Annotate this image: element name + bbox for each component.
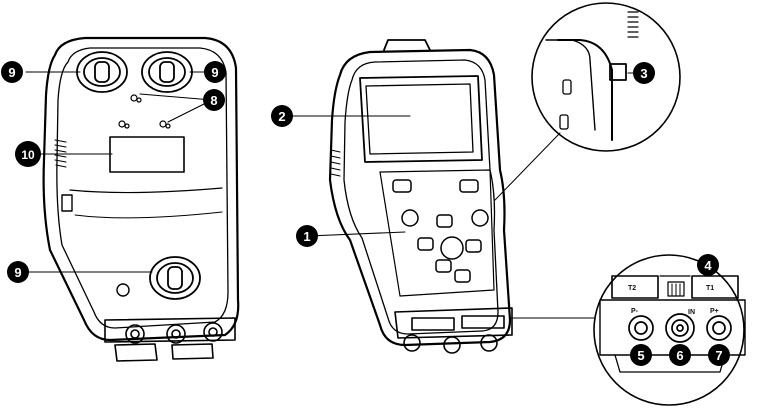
bottom-connectors-back [104, 317, 236, 362]
device-front-view [328, 39, 513, 354]
svg-text:9: 9 [8, 65, 15, 80]
callout-8: 8 [203, 89, 225, 111]
svg-text:9: 9 [14, 265, 21, 280]
battery-cap-top-left [76, 51, 128, 93]
svg-text:5: 5 [637, 348, 644, 363]
callout-3: 3 [633, 62, 655, 84]
usb-port [609, 63, 627, 81]
screw-icons [118, 94, 171, 129]
bottom-connectors-front [394, 307, 513, 354]
p-plus-port [706, 315, 732, 341]
callout-4: 4 [697, 254, 719, 276]
svg-text:3: 3 [640, 66, 647, 81]
t2-socket [611, 275, 659, 299]
callout-9-top-left: 9 [1, 61, 23, 83]
callout-10: 10 [15, 141, 41, 167]
battery-cap-top-right [141, 51, 193, 93]
svg-text:1: 1 [303, 229, 310, 244]
p-minus-port [628, 315, 654, 341]
side-grip-ribs [54, 139, 67, 168]
callouts: 9 9 8 10 9 2 1 3 [1, 61, 730, 366]
detail-usb-port [494, 2, 681, 201]
callout-7: 7 [708, 344, 730, 366]
svg-text:10: 10 [21, 148, 35, 162]
label-t2: T2 [628, 285, 636, 292]
svg-text:8: 8 [210, 93, 217, 108]
label-p-minus: P- [631, 308, 639, 315]
callout-6: 6 [669, 344, 691, 366]
svg-text:4: 4 [704, 258, 712, 273]
label-in: IN [688, 309, 695, 316]
label-t1: T1 [706, 285, 714, 292]
lcd-screen [359, 75, 483, 163]
svg-text:2: 2 [278, 109, 285, 124]
callout-1: 1 [296, 225, 318, 247]
callout-2: 2 [271, 105, 293, 127]
label-window [109, 136, 185, 173]
svg-text:6: 6 [676, 348, 683, 363]
svg-text:9: 9 [211, 65, 218, 80]
battery-cap-bottom [149, 256, 201, 300]
port-labels: T2 T1 P- IN P+ [628, 285, 719, 316]
callout-9-bottom: 9 [7, 261, 29, 283]
t1-socket [691, 275, 739, 299]
callout-9-top-right: 9 [204, 61, 226, 83]
callout-5: 5 [630, 344, 652, 366]
keypad [379, 169, 495, 297]
device-back-view [42, 36, 240, 362]
label-p-plus: P+ [710, 308, 719, 315]
in-port [665, 313, 695, 343]
leader-lines [25, 71, 644, 273]
detail-ports [509, 254, 746, 406]
side-connector [61, 194, 73, 212]
svg-text:7: 7 [715, 348, 722, 363]
